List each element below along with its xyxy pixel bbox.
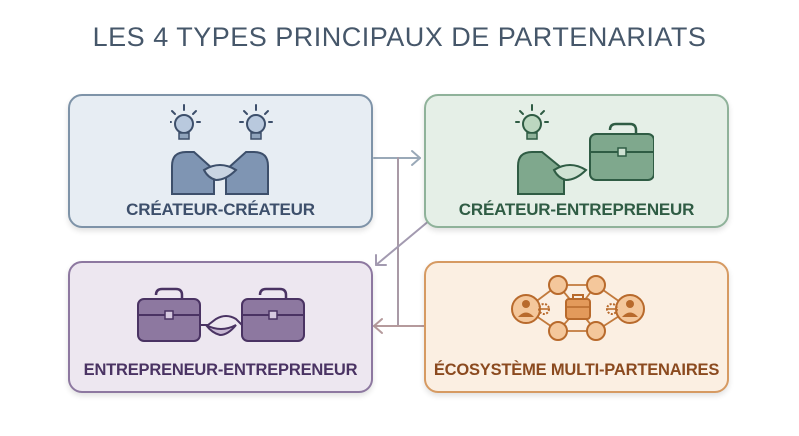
network-ecosystem-icon	[511, 275, 645, 341]
creator-business-handshake-icon	[515, 104, 654, 195]
card-entrepreneur-entrepreneur: ENTREPRENEUR-ENTREPRENEUR	[68, 261, 373, 393]
card-ecosysteme-multi-partenaires: ÉCOSYSTÈME MULTI-PARTENAIRES	[424, 261, 729, 393]
briefcases-handshake-icon	[137, 287, 305, 342]
card-label: ENTREPRENEUR-ENTREPRENEUR	[83, 361, 358, 379]
card-label: ÉCOSYSTÈME MULTI-PARTENAIRES	[433, 361, 720, 379]
card-label: CRÉATEUR-ENTREPRENEUR	[458, 200, 695, 219]
page-title: LES 4 TYPES PRINCIPAUX DE PARTENARIATS	[92, 22, 707, 52]
creators-handshake-icon	[170, 104, 273, 195]
card-createur-entrepreneur: CRÉATEUR-ENTREPRENEUR	[424, 94, 729, 228]
card-label: CRÉATEUR-CRÉATEUR	[126, 200, 315, 219]
card-createur-createur: CRÉATEUR-CRÉATEUR	[68, 94, 373, 228]
